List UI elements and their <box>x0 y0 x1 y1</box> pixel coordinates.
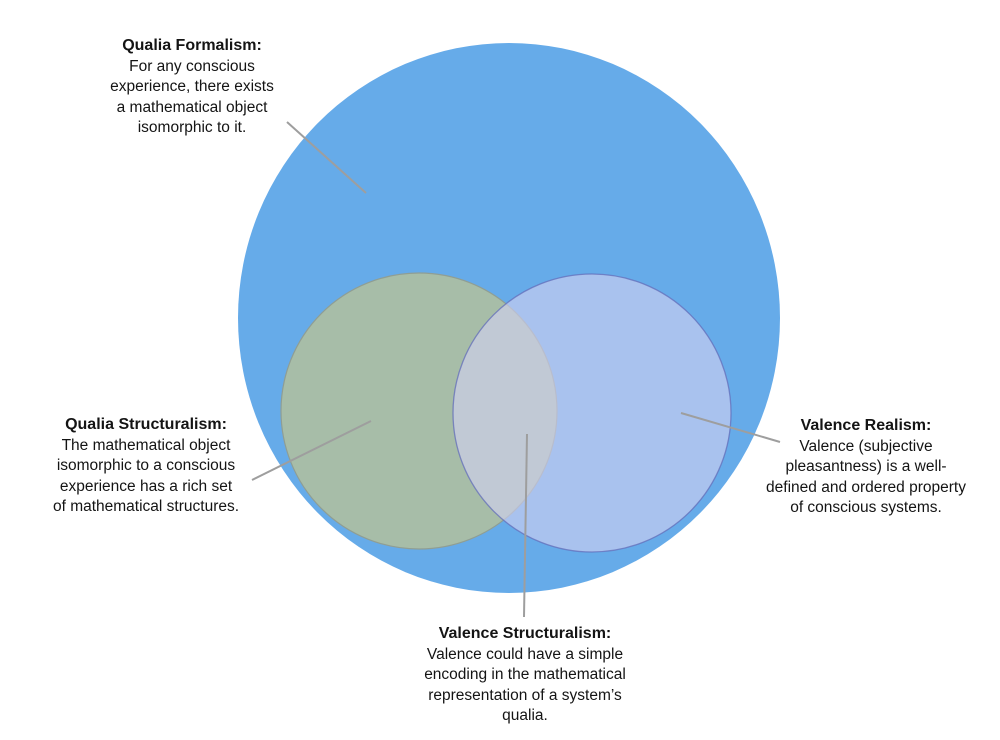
label-line: defined and ordered property <box>766 478 966 496</box>
label-line: For any conscious <box>129 57 255 75</box>
label-line: Valence could have a simple <box>426 645 624 663</box>
label-line: isomorphic to a conscious <box>56 457 236 474</box>
label-line: experience has a rich set <box>59 477 233 495</box>
label-line: Valence (subjective <box>799 437 933 455</box>
label-line: of conscious systems. <box>790 499 942 516</box>
valence-realism-leader-line <box>680 412 781 443</box>
qualia-formalism-leader-line <box>286 121 367 194</box>
label-valence-realism-title: Valence Realism: <box>800 417 932 434</box>
label-line: experience, there exists <box>110 78 274 95</box>
label-line: qualia. <box>502 707 548 724</box>
label-qualia-formalism: Qualia Formalism: For any conscious expe… <box>110 36 274 139</box>
label-line: representation of a system’s <box>428 686 622 704</box>
label-qualia-formalism-title: Qualia Formalism: <box>122 37 262 54</box>
label-valence-structuralism: Valence Structuralism: Valence could hav… <box>424 624 626 727</box>
label-line: encoding in the mathematical <box>424 666 626 683</box>
label-qualia-structuralism-title: Qualia Structuralism: <box>65 416 227 433</box>
label-valence-structuralism-title: Valence Structuralism: <box>438 625 612 642</box>
label-line: a mathematical object <box>116 98 268 116</box>
label-line: of mathematical structures. <box>52 498 240 515</box>
label-line: pleasantness) is a well- <box>785 458 947 475</box>
label-valence-realism: Valence Realism: Valence (subjective ple… <box>766 416 966 519</box>
label-qualia-structuralism: Qualia Structuralism: The mathematical o… <box>53 415 239 518</box>
qualia-structuralism-leader-line <box>251 420 372 481</box>
label-line: isomorphic to it. <box>137 119 247 136</box>
valence-realism-circle <box>452 273 732 553</box>
label-line: The mathematical object <box>61 436 231 454</box>
valence-structuralism-leader-line <box>523 433 528 618</box>
